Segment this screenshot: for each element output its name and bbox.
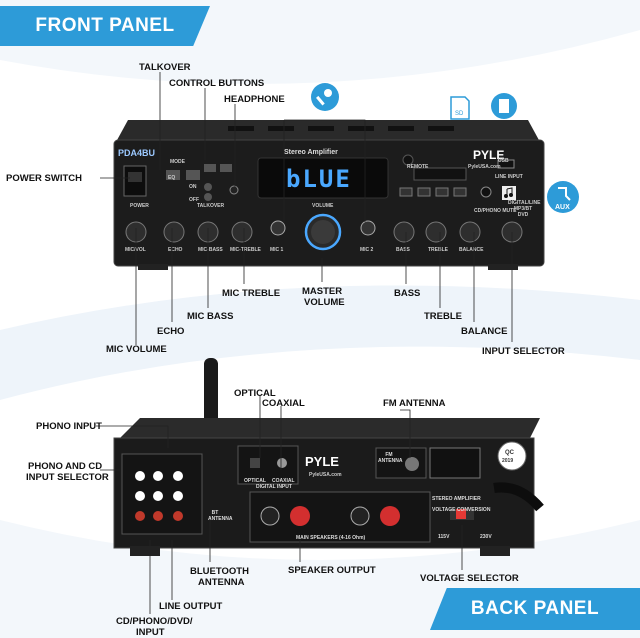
panel-mode: MODE — [170, 159, 185, 165]
v115-label: 115V — [438, 534, 450, 540]
panel-eq: EQ — [168, 175, 176, 181]
fm-panel-label: FM ANTENNA — [378, 452, 403, 464]
panel-treble: TREBLE — [428, 247, 448, 253]
callout-volume: VOLUME — [304, 297, 345, 308]
callout-treble: TREBLE — [424, 311, 462, 322]
callout-speaker-output: SPEAKER OUTPUT — [288, 565, 376, 576]
front-panel-banner: FRONT PANEL — [0, 6, 210, 46]
front-logo-url: PyleUSA.com — [468, 164, 501, 170]
callout-master: MASTER — [302, 286, 343, 297]
front-logo: PYLE — [473, 148, 505, 162]
panel-balance: BALANCE — [459, 247, 484, 253]
bt-antenna-panel-label: BT ANTENNA — [208, 510, 233, 522]
callout-phono-cd-1: PHONO AND CD — [28, 461, 103, 472]
panel-mic-treble: MIC-TREBLE — [230, 247, 261, 253]
line-input-label: LINE INPUT — [495, 174, 523, 180]
panel-cd-phono: CD/PHONO MUTE — [474, 208, 517, 214]
callout-phono-input: PHONO INPUT — [36, 421, 102, 432]
panel-mic2: MIC 2 — [360, 247, 374, 253]
panel-mic1: MIC 1 — [270, 247, 284, 253]
panel-off: OFF — [189, 197, 199, 203]
callout-input-selector: INPUT SELECTOR — [482, 346, 565, 357]
callout-control-buttons: CONTROL BUTTONS — [169, 78, 265, 89]
qc-year: 2019 — [502, 458, 514, 464]
back-panel-device — [113, 358, 544, 556]
callout-line-output: LINE OUTPUT — [159, 601, 223, 612]
callout-mic-bass: MIC BASS — [187, 311, 234, 322]
usb-icon — [491, 93, 517, 119]
back-logo: PYLE — [305, 454, 339, 469]
v230-label: 230V — [480, 534, 492, 540]
optical-panel-label: OPTICAL — [244, 478, 266, 484]
front-panel-title: FRONT PANEL — [35, 15, 175, 36]
music-note-icon — [502, 186, 516, 200]
callout-power-switch: POWER SWITCH — [6, 173, 82, 184]
sd-card-icon: SD — [450, 96, 470, 120]
panel-on: ON — [189, 184, 197, 190]
panel-mic-bass: MIC-BASS — [198, 247, 223, 253]
panel-talkover: TALKOVER — [197, 203, 225, 209]
aux-text: AUX — [555, 204, 570, 211]
callout-voltage-selector: VOLTAGE SELECTOR — [420, 573, 519, 584]
callout-bluetooth-1: BLUETOOTH — [190, 566, 249, 577]
callout-talkover: TALKOVER — [139, 62, 191, 73]
panel-digital-line: DIGITAL/LINE MP3/BT DVD — [508, 200, 541, 218]
main-speakers-label: MAIN SPEAKERS (4-16 Ohm) — [296, 535, 366, 541]
panel-bass: BASS — [396, 247, 410, 253]
panel-mic-vol: MIC/VOL — [125, 247, 146, 253]
callout-coaxial: COAXIAL — [262, 398, 305, 409]
aux-icon: AUX — [547, 181, 579, 213]
callout-bluetooth-2: ANTENNA — [198, 577, 245, 588]
sd-label: SD — [455, 111, 464, 117]
model-label: PDA4BU — [118, 148, 156, 158]
back-panel-title: BACK PANEL — [470, 598, 600, 619]
coaxial-panel-label: COAXIAL — [272, 478, 295, 484]
mic-icon — [311, 83, 339, 111]
usb-label: USB — [498, 158, 509, 164]
voltage-conversion-label: VOLTAGE CONVERSION — [432, 507, 491, 513]
callout-cd-phono-1: CD/PHONO/DVD/ — [116, 616, 193, 627]
lcd-display: bLUE — [286, 165, 352, 193]
callout-echo: ECHO — [157, 326, 185, 337]
callout-cd-phono-2: INPUT — [136, 627, 165, 638]
callout-bass: BASS — [394, 288, 421, 299]
callout-headphone: HEADPHONE — [224, 94, 285, 105]
callout-optical: OPTICAL — [234, 388, 276, 399]
panel-echo: ECHO — [168, 247, 183, 253]
remote-label: REMOTE — [407, 164, 429, 170]
panel-power: POWER — [130, 203, 149, 209]
callout-mic-treble: MIC TREBLE — [222, 288, 281, 299]
panel-volume: VOLUME — [312, 203, 334, 209]
back-logo-url: PyleUSA.com — [309, 472, 342, 478]
front-title: Stereo Amplifier — [284, 149, 338, 156]
stereo-amp-label: STEREO AMPLIFIER — [432, 496, 481, 502]
callout-mic-volume: MIC VOLUME — [106, 344, 167, 355]
digital-input-label: DIGITAL INPUT — [256, 484, 292, 490]
back-panel-banner: BACK PANEL — [430, 588, 640, 630]
callout-fm-antenna: FM ANTENNA — [383, 398, 446, 409]
callout-phono-cd-2: INPUT SELECTOR — [26, 472, 109, 483]
qc-stamp: QC — [505, 450, 514, 456]
callout-balance: BALANCE — [461, 326, 508, 337]
